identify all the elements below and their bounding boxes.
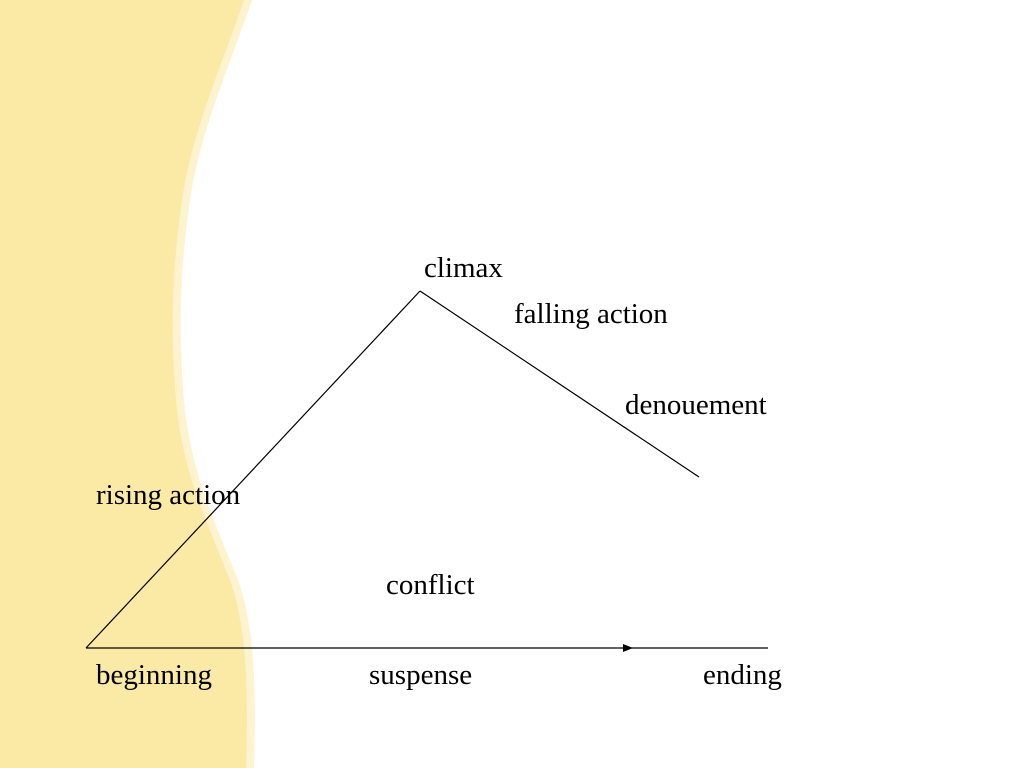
label-climax: climax: [424, 252, 503, 284]
label-conflict: conflict: [386, 569, 475, 601]
label-ending: ending: [703, 659, 782, 691]
label-denouement: denouement: [625, 389, 767, 421]
label-rising-action: rising action: [96, 479, 241, 511]
label-falling-action: falling action: [514, 298, 668, 330]
rising-action-line: [85, 290, 421, 649]
label-beginning: beginning: [96, 659, 212, 691]
wave-band-fill: [0, 0, 247, 768]
label-suspense: suspense: [369, 659, 473, 691]
falling-action-line: [419, 290, 700, 478]
